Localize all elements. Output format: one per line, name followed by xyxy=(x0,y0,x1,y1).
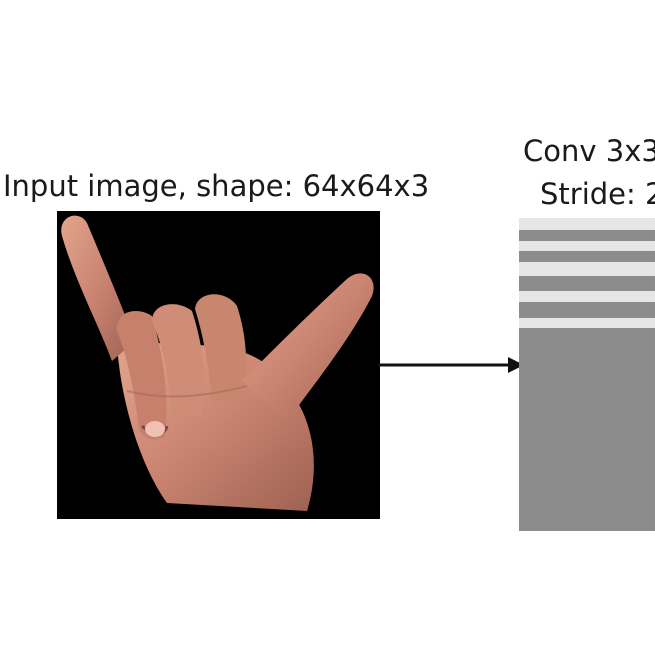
conv-layer-block xyxy=(519,218,655,531)
input-image-label: Input image, shape: 64x64x3 xyxy=(3,169,430,203)
conv-stride-label: Stride: 2 xyxy=(540,177,655,211)
hand-sign-icon xyxy=(57,211,380,519)
conv-layer-label: Conv 3x3 xyxy=(523,134,655,168)
input-image xyxy=(57,211,380,519)
arrow-connector xyxy=(378,357,524,373)
